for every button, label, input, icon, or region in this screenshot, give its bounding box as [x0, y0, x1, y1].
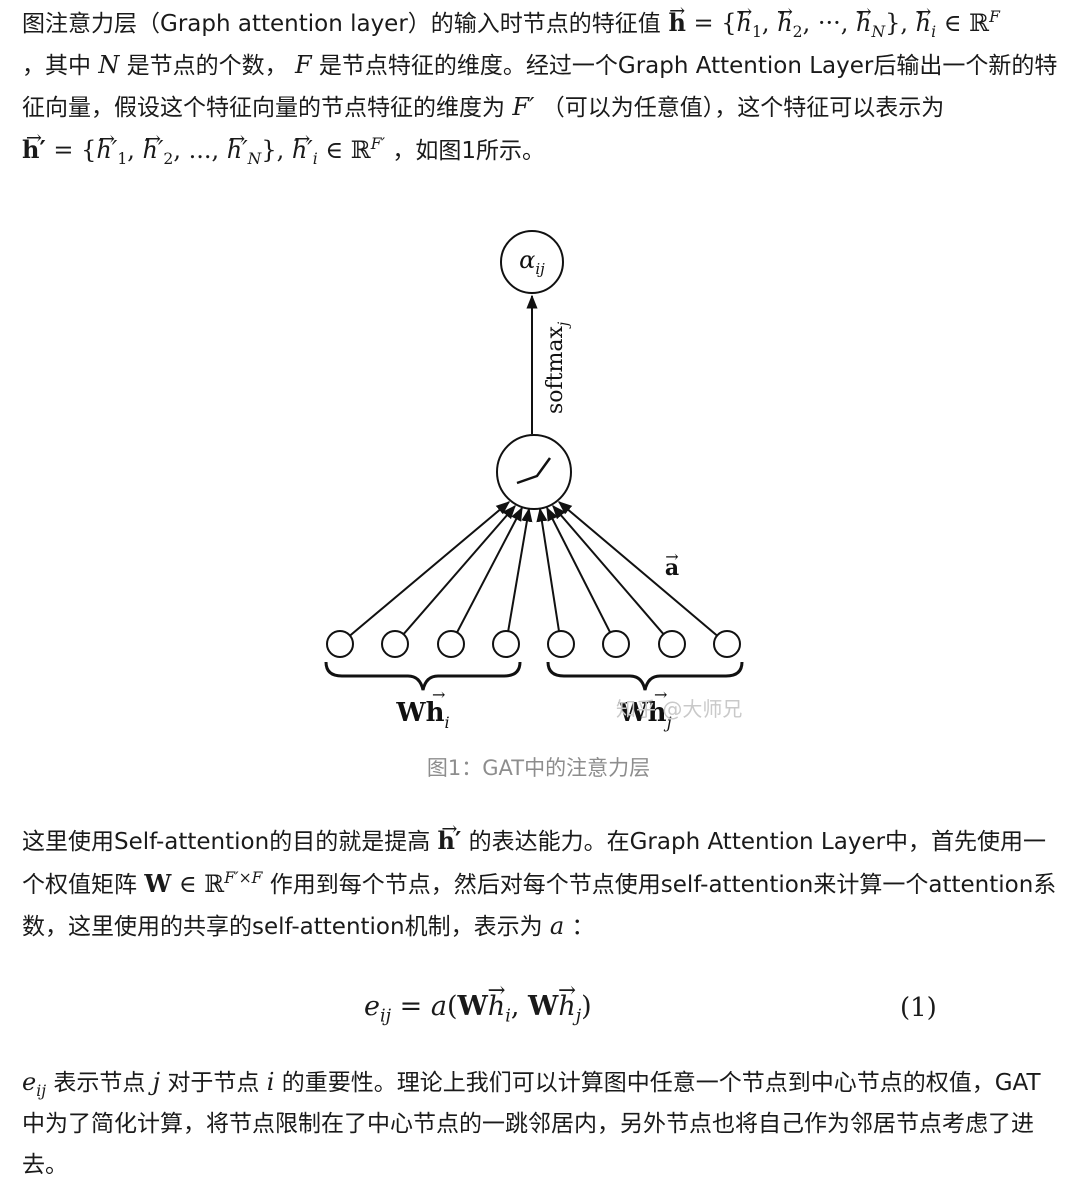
text: 对于节点	[167, 1070, 260, 1096]
attention-edge	[536, 507, 562, 645]
leaky-relu-icon	[516, 457, 552, 485]
text: ：	[571, 914, 595, 940]
attention-edge	[394, 504, 516, 645]
activation-node	[496, 434, 572, 510]
paragraph-intro: 图注意力层（Graph attention layer）的输入时节点的特征值 h…	[22, 2, 1058, 172]
attention-edge	[557, 501, 728, 645]
gat-attention-figure: αij softmaxj a →	[0, 200, 1077, 760]
input-node-j	[602, 630, 630, 658]
vector-arrow-icon: →	[665, 547, 678, 566]
paragraph-self-attention: 这里使用Self-attention的目的就是提高 h′ 的表达能力。在Grap…	[22, 820, 1058, 948]
math-N: N	[98, 51, 120, 79]
output-node-label: αij	[519, 246, 545, 278]
text: ，如图1所示。	[392, 138, 546, 164]
text: （可以为任意值），这个特征可以表示为	[541, 95, 945, 121]
text: 的表达能力。在Graph Attention Layer中，首先使用一个权值矩阵	[22, 829, 1047, 898]
watermark: 知乎 @大师兄	[616, 697, 743, 721]
input-node-i	[492, 630, 520, 658]
softmax-label: softmaxj	[543, 321, 572, 414]
equation-body: eij = a(Whi, Whj)	[364, 991, 592, 1025]
svg-text:softmaxj: softmaxj	[543, 321, 572, 414]
math-output-features: h′ = {h′1, h′2, ..., h′N}, h′i ∈ ℝF′	[22, 135, 385, 167]
output-node	[500, 230, 564, 294]
math-i: i	[266, 1068, 275, 1096]
vector-arrow-icon: →	[654, 685, 667, 704]
input-node-i	[437, 630, 465, 658]
left-group-label: Whi	[395, 698, 449, 732]
attention-edge	[552, 504, 673, 645]
text: 是节点特征的维度。经过一个Graph Attention Layer后输出一个新…	[22, 53, 1058, 121]
text: 图注意力层（Graph attention layer）的输入时节点的特征值	[22, 11, 661, 37]
weight-vector-label: a	[665, 555, 679, 581]
text: 表示节点	[53, 1070, 146, 1096]
math-F-prime: F′	[512, 93, 535, 121]
attention-edge	[450, 506, 523, 645]
right-group-label: Whj	[617, 698, 671, 732]
input-node-j	[713, 630, 741, 658]
math-h-prime: h′	[438, 826, 462, 855]
left-brace	[324, 661, 522, 691]
input-node-j	[658, 630, 686, 658]
vector-arrow-icon: →	[432, 685, 445, 704]
gat-diagram-svg: αij softmaxj a →	[324, 230, 744, 732]
input-node-i	[326, 630, 354, 658]
attention-edge	[505, 507, 533, 645]
math-input-features: h = {h1, h2, ···, hN}, hi ∈ ℝF	[661, 8, 999, 40]
math-weight-matrix: W ∈ ℝF′×F	[144, 869, 263, 898]
attention-edge	[546, 506, 617, 645]
text: 是节点的个数，	[126, 53, 288, 79]
attention-edge	[339, 501, 511, 645]
text: 这里使用Self-attention的目的就是提高	[22, 829, 431, 855]
text: ，其中	[22, 53, 91, 79]
text: 的重要性。理论上我们可以计算图中任意一个节点到中心节点的权值，GAT中为了简化计…	[22, 1070, 1041, 1178]
right-brace	[546, 661, 744, 691]
math-a: a	[549, 912, 565, 940]
math-j: j	[152, 1068, 161, 1096]
figure-caption: 图1：GAT中的注意力层	[426, 756, 651, 780]
equation-1: eij = a(Whi, Whj) (1)	[0, 985, 1077, 1035]
input-node-j	[547, 630, 575, 658]
paragraph-importance: eij 表示节点 j 对于节点 i 的重要性。理论上我们可以计算图中任意一个节点…	[22, 1062, 1058, 1186]
input-node-i	[381, 630, 409, 658]
equation-number: (1)	[900, 993, 937, 1023]
text: 作用到每个节点，然后对每个节点使用self-attention来计算一个atte…	[22, 872, 1057, 940]
math-F: F	[294, 51, 312, 79]
math-e-ij: eij	[22, 1068, 47, 1100]
